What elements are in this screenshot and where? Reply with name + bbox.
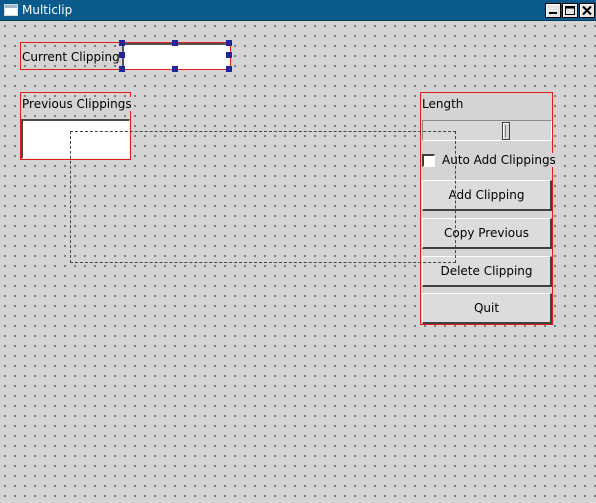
quit-label: Quit: [473, 301, 500, 315]
auto-add-text: Auto Add Clippings: [442, 153, 556, 167]
previous-clippings-label: Previous Clippings: [22, 97, 132, 111]
auto-add-label[interactable]: Auto Add Clippings: [442, 153, 556, 167]
selection-handle-bottom-left[interactable]: [119, 66, 125, 72]
design-canvas[interactable]: Current Clipping Previous Clippings Leng…: [0, 21, 596, 503]
selection-handle-bottom-right[interactable]: [226, 66, 232, 72]
minimize-icon: [549, 12, 557, 14]
current-clipping-label: Current Clipping: [22, 50, 120, 64]
window-app-icon[interactable]: [4, 4, 18, 16]
selection-handle-right[interactable]: [226, 52, 232, 58]
copy-previous-label: Copy Previous: [444, 226, 529, 240]
previous-clippings-layout: [20, 92, 131, 160]
copy-previous-button[interactable]: Copy Previous: [422, 218, 552, 249]
window-title: Multiclip: [22, 3, 73, 17]
delete-clipping-label: Delete Clipping: [440, 264, 533, 278]
add-clipping-label: Add Clipping: [448, 188, 525, 202]
auto-add-checkbox[interactable]: [422, 154, 435, 167]
selection-handle-top-right[interactable]: [226, 40, 232, 46]
minimize-button[interactable]: [545, 3, 561, 18]
selection-handle-bottom[interactable]: [172, 66, 178, 72]
previous-clippings-list[interactable]: [21, 119, 130, 159]
add-clipping-button[interactable]: Add Clipping: [422, 180, 552, 211]
maximize-icon: [565, 6, 575, 15]
close-button[interactable]: [579, 3, 595, 18]
selection-handle-top-left[interactable]: [119, 40, 125, 46]
right-panel-layout: [420, 92, 553, 325]
quit-button[interactable]: Quit: [422, 293, 552, 324]
length-slider-handle[interactable]: [502, 122, 510, 140]
title-bar[interactable]: Multiclip: [0, 0, 596, 21]
length-label: Length: [422, 97, 464, 111]
length-slider[interactable]: [422, 120, 552, 141]
maximize-button[interactable]: [562, 3, 578, 18]
close-icon: [582, 5, 592, 16]
selection-handle-left[interactable]: [119, 52, 125, 58]
delete-clipping-button[interactable]: Delete Clipping: [422, 256, 552, 287]
selection-handle-top[interactable]: [172, 40, 178, 46]
